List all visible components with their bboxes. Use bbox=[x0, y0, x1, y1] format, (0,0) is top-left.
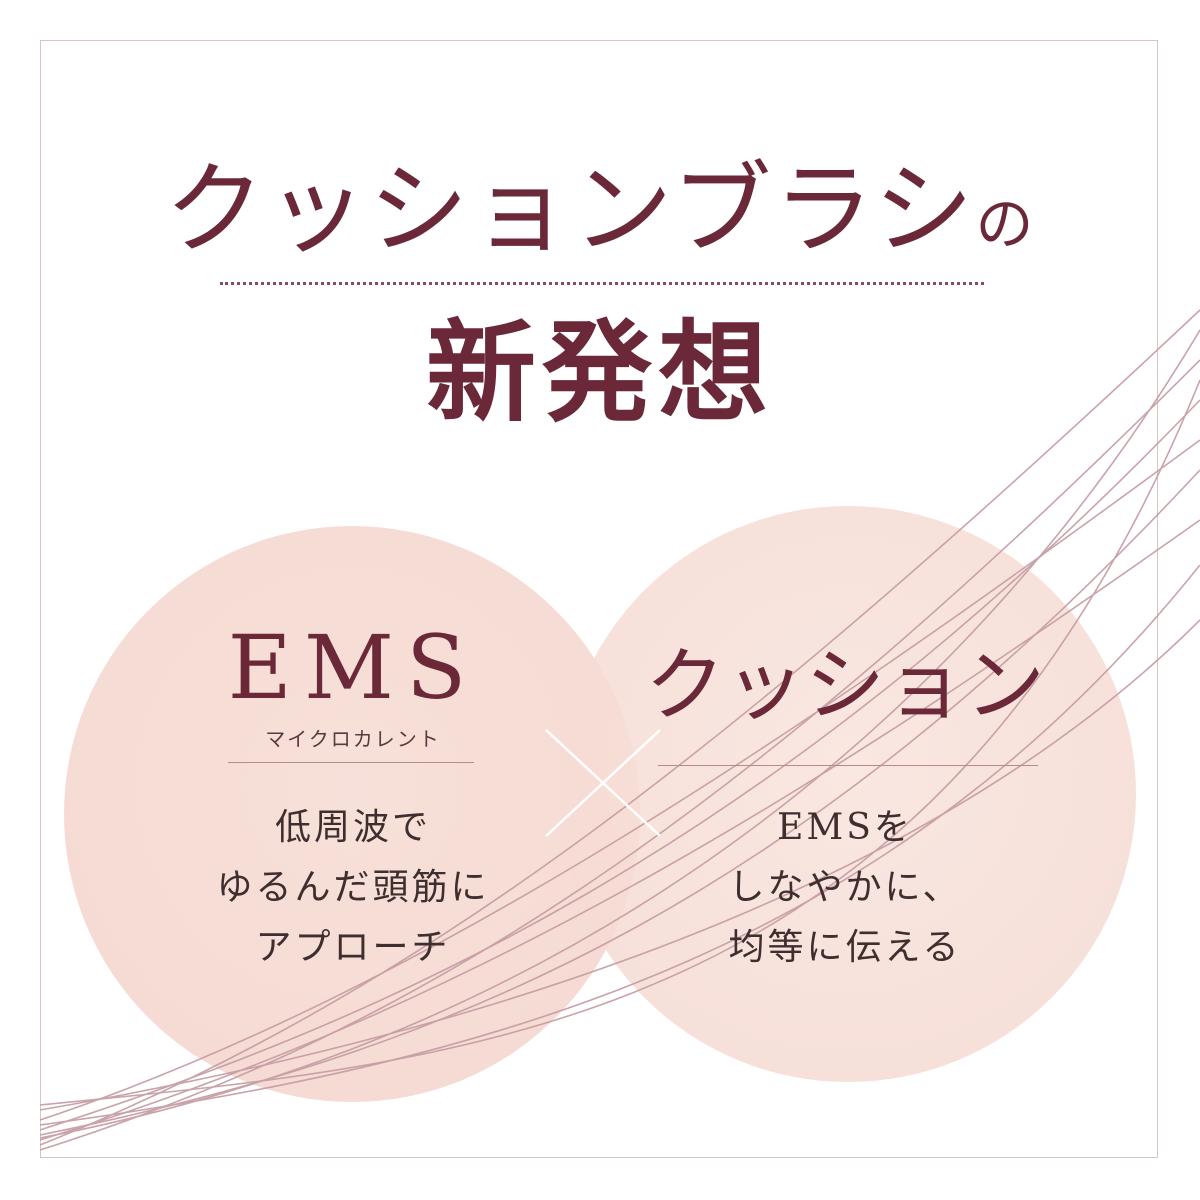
cushion-description-line: しなやかに、 bbox=[728, 867, 962, 908]
ems-divider bbox=[228, 762, 474, 763]
title-main: クッションブラシ bbox=[164, 151, 976, 268]
page-title-line2: 新発想 bbox=[426, 308, 774, 437]
ems-circle bbox=[64, 526, 640, 1102]
cushion-description-line: 均等に伝える bbox=[728, 927, 962, 968]
ems-heading: EMS bbox=[227, 616, 479, 719]
cushion-description: EMSを しなやかに、 均等に伝える bbox=[670, 798, 1020, 978]
ems-description-line: アプローチ bbox=[255, 927, 451, 968]
ems-description: 低周波で ゆるんだ頭筋に アプローチ bbox=[180, 798, 526, 978]
ems-description-line: ゆるんだ頭筋に bbox=[216, 867, 490, 908]
border-frame bbox=[40, 40, 1158, 1158]
cushion-description-line: EMSを bbox=[777, 807, 913, 848]
page-title-line1: クッションブラシの bbox=[0, 150, 1200, 284]
title-particle: の bbox=[975, 190, 1036, 258]
cushion-circle bbox=[560, 506, 1136, 1082]
cushion-divider bbox=[658, 765, 1038, 766]
ems-subheading: マイクロカレント bbox=[265, 727, 441, 751]
times-icon bbox=[545, 729, 661, 837]
ems-description-line: 低周波で bbox=[274, 807, 431, 848]
dotted-divider bbox=[220, 282, 984, 285]
cushion-heading: クッション bbox=[645, 639, 1045, 732]
